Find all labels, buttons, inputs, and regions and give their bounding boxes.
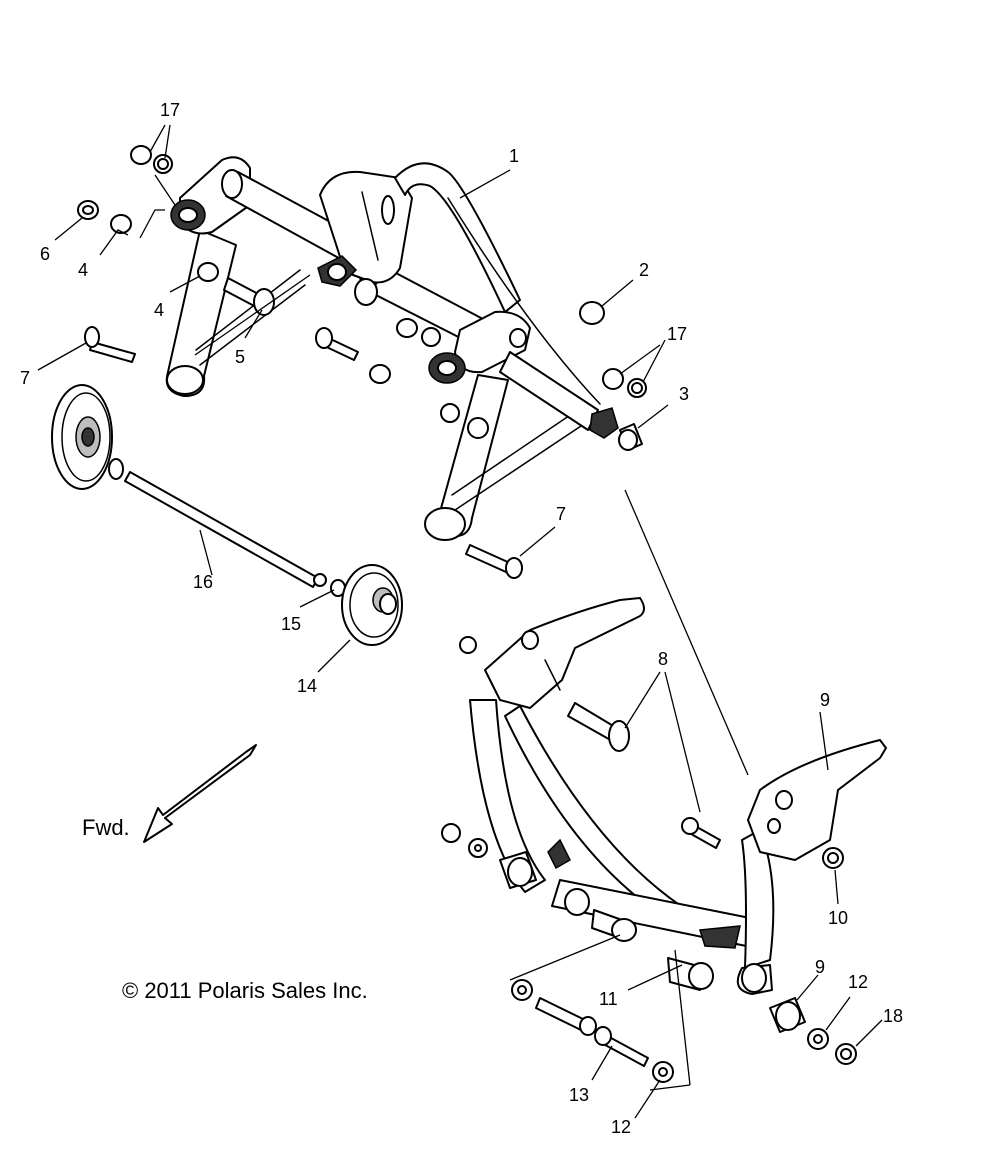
callout-1: 1 bbox=[509, 146, 519, 166]
callout-2: 2 bbox=[639, 260, 649, 280]
callout-9: 9 bbox=[815, 957, 825, 977]
forward-direction-arrow bbox=[143, 744, 257, 843]
callout-6: 6 bbox=[40, 244, 50, 264]
callout-17: 17 bbox=[667, 324, 687, 344]
front-torque-arm-assembly bbox=[459, 597, 887, 995]
callout-5: 5 bbox=[235, 347, 245, 367]
callout-13: 13 bbox=[569, 1085, 589, 1105]
idler-wheel-axle-assembly bbox=[51, 384, 403, 646]
callout-8: 8 bbox=[658, 649, 668, 669]
callout-16: 16 bbox=[193, 572, 213, 592]
callout-4: 4 bbox=[154, 300, 164, 320]
callout-15: 15 bbox=[281, 614, 301, 634]
callout-3: 3 bbox=[679, 384, 689, 404]
callout-14: 14 bbox=[297, 676, 317, 696]
lower-hardware bbox=[441, 702, 857, 1083]
leader-lines bbox=[37, 124, 883, 1119]
callout-17: 17 bbox=[160, 100, 180, 120]
callout-18: 18 bbox=[883, 1006, 903, 1026]
callout-7: 7 bbox=[20, 368, 30, 388]
callout-7: 7 bbox=[556, 504, 566, 524]
callout-10: 10 bbox=[828, 908, 848, 928]
callout-4: 4 bbox=[78, 260, 88, 280]
callout-11: 11 bbox=[599, 989, 618, 1009]
copyright-notice: © 2011 Polaris Sales Inc. bbox=[122, 978, 368, 1003]
forward-label: Fwd. bbox=[82, 815, 130, 840]
callout-12: 12 bbox=[611, 1117, 631, 1137]
rear-torque-arm-assembly bbox=[165, 156, 619, 541]
callout-12: 12 bbox=[848, 972, 868, 992]
callout-numbers: 17 6 4 4 5 7 1 2 17 3 7 16 15 14 8 9 10 … bbox=[20, 100, 903, 1137]
callout-9: 9 bbox=[820, 690, 830, 710]
upper-hardware bbox=[77, 145, 647, 579]
